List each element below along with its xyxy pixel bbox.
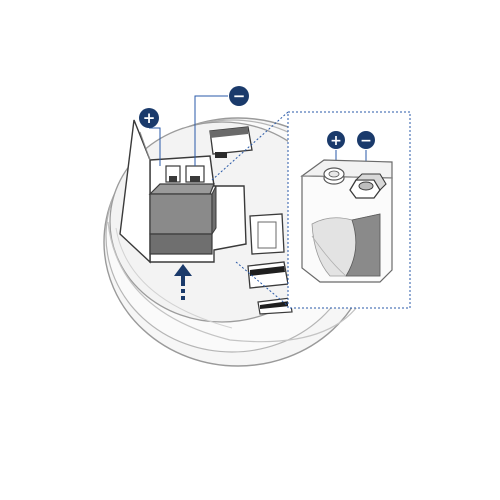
minus-badge-icon: − <box>229 86 249 106</box>
battery-9v <box>148 183 217 255</box>
detector-slot-bottom <box>257 297 293 315</box>
insert-arrow-icon <box>174 264 192 300</box>
plus-badge-icon: + <box>139 108 159 128</box>
callout-minus-symbol: − <box>360 133 372 149</box>
callout-battery-9v <box>300 159 393 283</box>
plus-symbol: + <box>143 109 156 127</box>
callout-plus-symbol: + <box>330 133 342 149</box>
callout-terminal-negative <box>349 173 387 199</box>
detector-clip-top <box>209 126 253 158</box>
minus-symbol: − <box>233 87 246 105</box>
detector-clip-right <box>249 213 285 255</box>
detector-slot-lower <box>247 261 289 289</box>
detector-rim-edge <box>107 221 363 343</box>
detector-rim-edge-inner <box>115 227 233 329</box>
callout-minus-badge-icon: − <box>357 131 375 149</box>
zoom-callout: + − <box>287 111 411 309</box>
polarity-guide-lines <box>149 95 228 166</box>
compartment-door <box>119 119 151 264</box>
callout-plus-badge-icon: + <box>327 131 345 149</box>
zoom-leader-lines <box>211 111 289 307</box>
callout-terminal-positive <box>323 167 345 185</box>
battery-compartment <box>119 119 247 300</box>
